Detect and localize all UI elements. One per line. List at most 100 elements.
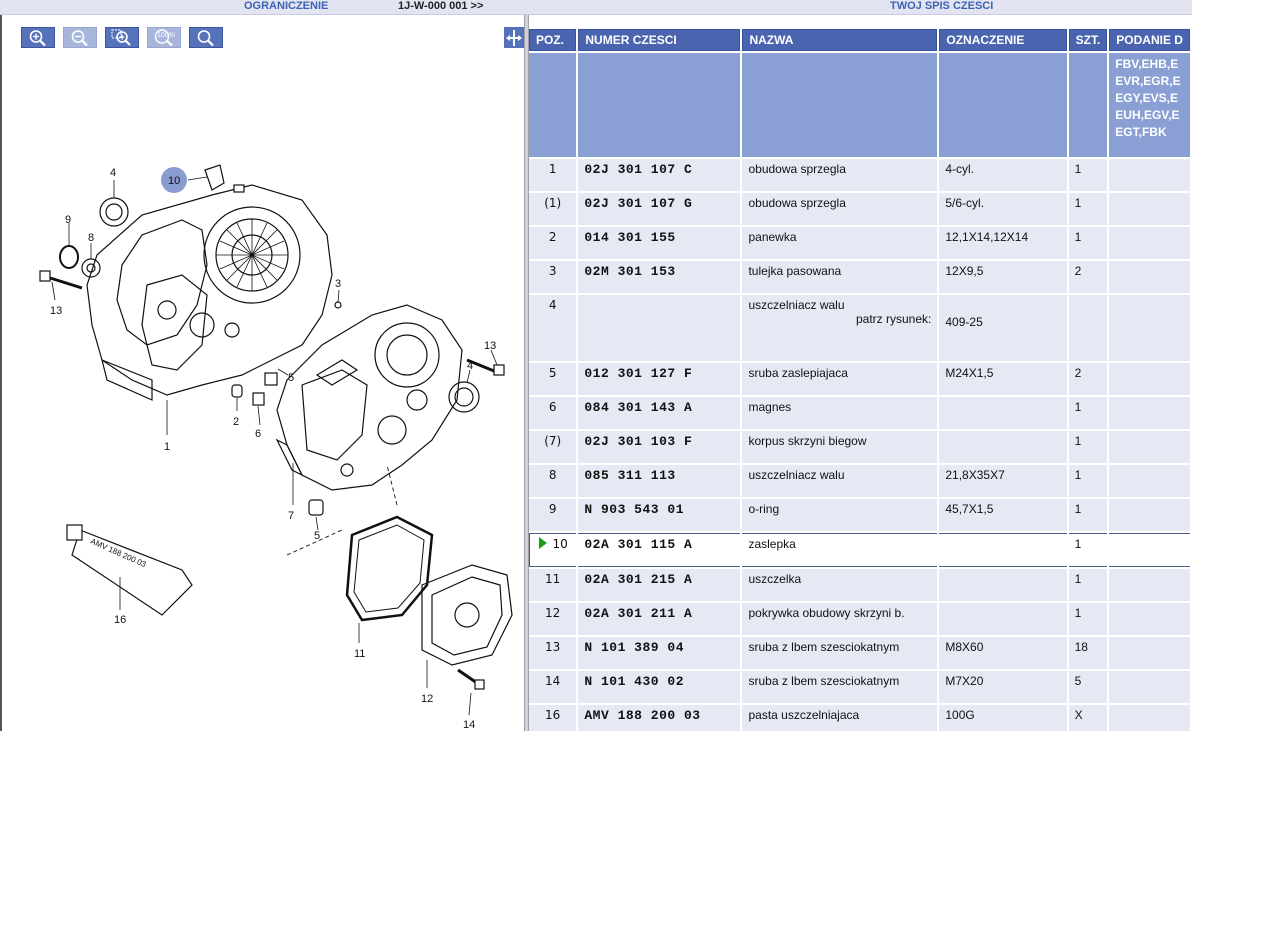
cell-models	[1109, 671, 1190, 703]
zoom-100-button[interactable]: 100%	[147, 27, 181, 48]
vin-link[interactable]: 1J-W-000 001 >>	[398, 0, 484, 12]
callout-16[interactable]: 16	[114, 614, 126, 626]
callout-13[interactable]: 13	[50, 305, 62, 317]
header-name[interactable]: NAZWA	[742, 29, 938, 51]
cell-poz-text: 9	[548, 502, 557, 516]
cell-name-text: pasta uszczelniajaca	[748, 708, 860, 722]
cell-qty: 1	[1068, 431, 1108, 463]
search-button[interactable]	[189, 27, 223, 48]
cell-poz: 13	[529, 637, 577, 669]
cell-poz: 11	[529, 569, 577, 601]
model-group-row: FBV,EHB,E EVR,EGR,E EGY,EVS,E EUH,EGV,E …	[529, 53, 1190, 157]
cell-part-number: 084 301 143 A	[578, 397, 741, 429]
header-models[interactable]: PODANIE D	[1109, 29, 1190, 51]
parts-list-title: TWOJ SPIS CZESCI	[890, 0, 994, 12]
callout-11[interactable]: 11	[354, 648, 365, 660]
selected-arrow-icon	[538, 537, 547, 549]
callout-6[interactable]: 6	[255, 428, 261, 440]
cell-models	[1109, 193, 1190, 225]
cell-part-number	[578, 295, 741, 361]
callout-3[interactable]: 3	[335, 278, 341, 290]
callout-2[interactable]: 2	[233, 416, 239, 428]
cell-part-number-text: 084 301 143 A	[584, 400, 693, 415]
cell-qty-text: 1	[1074, 468, 1082, 482]
callout-4[interactable]: 4	[110, 167, 116, 179]
header-qty[interactable]: SZT.	[1068, 29, 1108, 51]
zoom-region-button[interactable]	[105, 27, 139, 48]
callout-4b[interactable]: 4	[467, 360, 473, 372]
cell-poz: 9	[529, 499, 577, 531]
header-designation[interactable]: OZNACZENIE	[939, 29, 1067, 51]
cell-name: obudowa sprzegla	[742, 159, 938, 191]
cell-part-number-text: 02A 301 115 A	[584, 537, 693, 552]
zoom-in-button[interactable]	[21, 27, 55, 48]
cell-part-number-text: 012 301 127 F	[584, 366, 693, 381]
cell-part-number-text: 014 301 155	[584, 230, 676, 245]
callout-5[interactable]: 5	[288, 372, 294, 384]
callout-8[interactable]: 8	[88, 232, 94, 244]
cell-poz-text: 13	[545, 640, 561, 654]
cell-name-text: zaslepka	[748, 537, 796, 551]
header-poz[interactable]: POZ.	[529, 29, 577, 51]
model-code-line: EVR,EGR,E	[1115, 74, 1181, 88]
cell-poz: 2	[529, 227, 577, 259]
cell-name: sruba zaslepiajaca	[742, 363, 938, 395]
cell-designation	[939, 569, 1067, 601]
cell-part-number-text: N 101 430 02	[584, 674, 684, 689]
cell-name: panewka	[742, 227, 938, 259]
cell-qty	[1068, 295, 1108, 361]
callout-14[interactable]: 14	[463, 719, 475, 731]
zoom-out-button[interactable]	[63, 27, 97, 48]
parts-table: POZ. NUMER CZESCI NAZWA OZNACZENIE SZT. …	[527, 27, 1192, 731]
cell-designation-text: M24X1,5	[945, 366, 994, 380]
callout-13b[interactable]: 13	[484, 340, 496, 352]
cell-name-text: uszczelka	[748, 572, 802, 586]
cell-name-text: sruba zaslepiajaca	[748, 366, 848, 380]
callout-7[interactable]: 7	[288, 510, 294, 522]
callout-1[interactable]: 1	[164, 441, 170, 453]
model-code-line: EGT,FBK	[1115, 125, 1167, 139]
callout-12[interactable]: 12	[421, 693, 433, 705]
cell-designation	[939, 431, 1067, 463]
cell-models	[1109, 569, 1190, 601]
cell-name: magnes	[742, 397, 938, 429]
callout-9[interactable]: 9	[65, 214, 71, 226]
cell-poz-text: 10	[552, 537, 568, 551]
cell-part-number: 02J 301 107 G	[578, 193, 741, 225]
parts-catalog-window: OGRANICZENIE 1J-W-000 001 >> TWOJ SPIS C…	[0, 0, 1192, 731]
split-pane-button[interactable]	[504, 27, 524, 48]
pane-divider[interactable]	[524, 15, 529, 731]
header-part-number[interactable]: NUMER CZESCI	[578, 29, 741, 51]
search-icon	[197, 29, 214, 46]
callout-highlight[interactable]	[161, 167, 187, 193]
table-header: POZ. NUMER CZESCI NAZWA OZNACZENIE SZT. …	[529, 29, 1190, 51]
cell-qty: 1	[1068, 159, 1108, 191]
cell-part-number: 085 311 113	[578, 465, 741, 497]
cell-qty: 1	[1068, 569, 1108, 601]
cell-name-text: uszczelniacz walu	[748, 468, 845, 482]
callout-5b[interactable]: 5	[314, 530, 320, 542]
cell-part-number: AMV 188 200 03	[578, 705, 741, 731]
callout-10[interactable]: 10	[168, 175, 180, 187]
cell-qty-text: 1	[1074, 572, 1082, 586]
cell-name-text: obudowa sprzegla	[748, 162, 846, 176]
cell-part-number-text: AMV 188 200 03	[584, 708, 701, 723]
zoom-in-icon	[29, 29, 46, 46]
